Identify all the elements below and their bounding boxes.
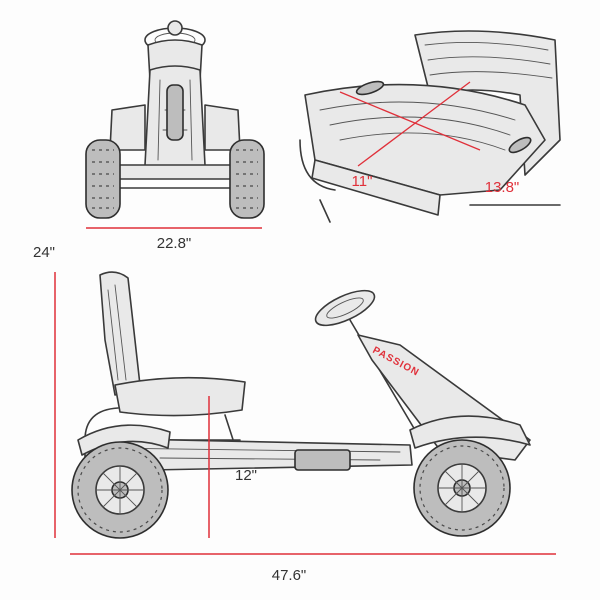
side-view-illustration: PASSION — [71, 271, 531, 539]
seat-height-dimension: 12" — [208, 396, 257, 538]
front-width-label: 22.8" — [157, 235, 192, 252]
seat-height-label: 12" — [235, 467, 257, 484]
seat-width-label: 11" — [352, 173, 373, 190]
seat-depth-dimension: 13.8" — [357, 81, 520, 196]
front-wheel — [413, 439, 511, 537]
seat-depth-line — [357, 81, 471, 167]
rear-wheel — [71, 441, 169, 539]
seat-closeup-illustration — [299, 30, 561, 223]
length-dimension: 47.6" — [70, 553, 556, 584]
seat-width-dimension: 11" — [339, 91, 481, 190]
seat-width-line — [339, 91, 481, 151]
length-label: 47.6" — [272, 567, 307, 584]
front-view-illustration — [85, 20, 265, 219]
front-width-dimension: 22.8" — [86, 227, 262, 252]
height-dimension: 24" — [33, 244, 56, 538]
seat-depth-label: 13.8" — [485, 179, 520, 196]
height-label: 24" — [33, 244, 55, 261]
